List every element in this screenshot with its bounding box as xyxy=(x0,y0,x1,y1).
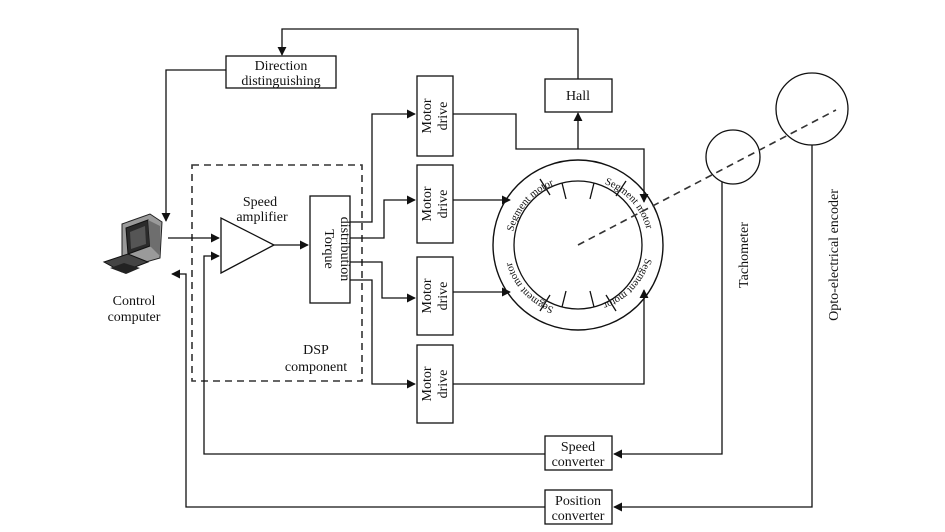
motor-drive-1-line1: Motor xyxy=(420,98,435,133)
direction-label-line2: distinguishing xyxy=(241,74,320,89)
pos-conv-label-line2: converter xyxy=(552,509,605,524)
motor-drive-4-line1: Motor xyxy=(420,366,435,401)
wire-speed-feedback xyxy=(203,251,545,455)
motor-drive-3: Motor drive xyxy=(416,256,454,336)
speed-amp-label-line2: amplifier xyxy=(236,210,288,225)
motor-drive-3-line1: Motor xyxy=(420,278,435,313)
tachometer-circle xyxy=(705,129,761,185)
wire-tachometer-to-speed-converter xyxy=(613,182,723,459)
control-computer-label-line2: computer xyxy=(108,310,161,325)
wire-drive-4-to-ring xyxy=(453,289,649,385)
wire-drive-1-to-ring xyxy=(453,113,649,203)
wire-torque-to-drive-1 xyxy=(350,109,416,223)
motor-drive-4-line2: drive xyxy=(436,370,451,399)
speed-conv-label-line2: converter xyxy=(552,455,605,470)
torque-label-line1: Torque xyxy=(321,229,336,268)
speed-amplifier-triangle xyxy=(220,216,276,275)
encoder-label: Opto-electrical encoder xyxy=(827,189,842,321)
wire-torque-to-drive-3 xyxy=(350,261,416,303)
control-computer-label-line1: Control xyxy=(113,294,156,309)
wire-position-feedback xyxy=(171,269,545,508)
hall-box xyxy=(544,78,613,113)
dsp-label-line1: DSP xyxy=(303,343,329,358)
wire-encoder-to-position-converter xyxy=(613,145,813,512)
direction-label-line1: Direction xyxy=(255,59,308,74)
dsp-boundary xyxy=(191,164,363,382)
motor-drive-2-line1: Motor xyxy=(420,186,435,221)
wire-torque-to-drive-4 xyxy=(350,279,416,389)
hall-label: Hall xyxy=(566,89,590,104)
shaft-line xyxy=(577,109,837,246)
dsp-label-line2: component xyxy=(285,360,347,375)
motor-drive-2: Motor drive xyxy=(416,164,454,244)
speed-amp-label-line1: Speed xyxy=(243,195,277,210)
wire-direction-to-computer xyxy=(161,69,226,222)
speed-conv-label-line1: Speed xyxy=(561,440,595,455)
pos-conv-label-line1: Position xyxy=(555,494,601,509)
control-computer-icon xyxy=(102,213,163,274)
tachometer-label: Tachometer xyxy=(737,222,752,288)
motor-drive-2-line2: drive xyxy=(436,190,451,219)
wire-torque-to-drive-2 xyxy=(350,195,416,239)
position-converter-box xyxy=(544,489,613,525)
speed-converter-box xyxy=(544,435,613,471)
wire-hall-to-direction xyxy=(277,28,579,79)
motor-drive-4: Motor drive xyxy=(416,344,454,424)
motor-drive-1: Motor drive xyxy=(416,75,454,157)
encoder-circle xyxy=(775,72,849,146)
torque-distribution-box: Torque distribution xyxy=(309,195,352,304)
motor-drive-3-line2: drive xyxy=(436,282,451,311)
direction-distinguishing-box xyxy=(225,55,337,89)
motor-drive-1-line2: drive xyxy=(436,102,451,131)
torque-label-line2: distribution xyxy=(337,217,352,282)
